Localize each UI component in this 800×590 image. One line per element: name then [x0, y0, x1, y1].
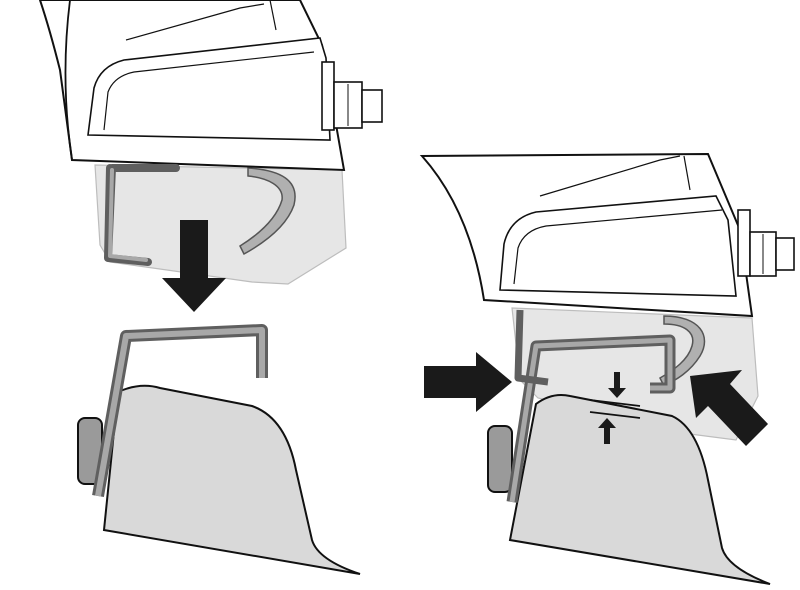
foot-housing-top-line — [125, 3, 265, 41]
foot-housing-edge — [64, 0, 73, 161]
foot-grip-hook — [239, 167, 296, 256]
mounting-bracket-2-core — [509, 337, 673, 503]
foot-housing-panel — [87, 37, 331, 141]
gap-arrow-down — [608, 372, 626, 398]
roof-side-knob-2 — [487, 425, 513, 493]
foot-housing-panel-inner — [103, 51, 315, 131]
foot-housing-2-panel-inner — [513, 209, 723, 285]
mounting-bracket-core — [95, 327, 265, 497]
foot-housing-2-top-line — [539, 155, 681, 197]
foot-housing-2-panel — [499, 195, 737, 297]
lock-cylinder — [321, 61, 383, 131]
arrow-diagonal-up-left — [690, 370, 768, 446]
gap-arrow-up — [598, 418, 616, 444]
gap-indicator — [589, 372, 641, 444]
panel-step-2 — [419, 152, 795, 585]
foot-housing-top-line-2 — [269, 0, 277, 31]
foot-inner-bracket-2 — [514, 309, 549, 386]
panel-step-1 — [38, 0, 383, 575]
lock-cylinder-2 — [737, 209, 795, 277]
roof-base-2 — [508, 394, 771, 585]
foot-housing-2-top-line-2 — [683, 155, 691, 191]
foot-inner-bracket-core — [108, 168, 148, 262]
arrow-right — [424, 352, 512, 412]
arrow-down — [162, 220, 226, 312]
roof-base — [102, 384, 361, 575]
foot-rubber-pad — [94, 164, 347, 285]
